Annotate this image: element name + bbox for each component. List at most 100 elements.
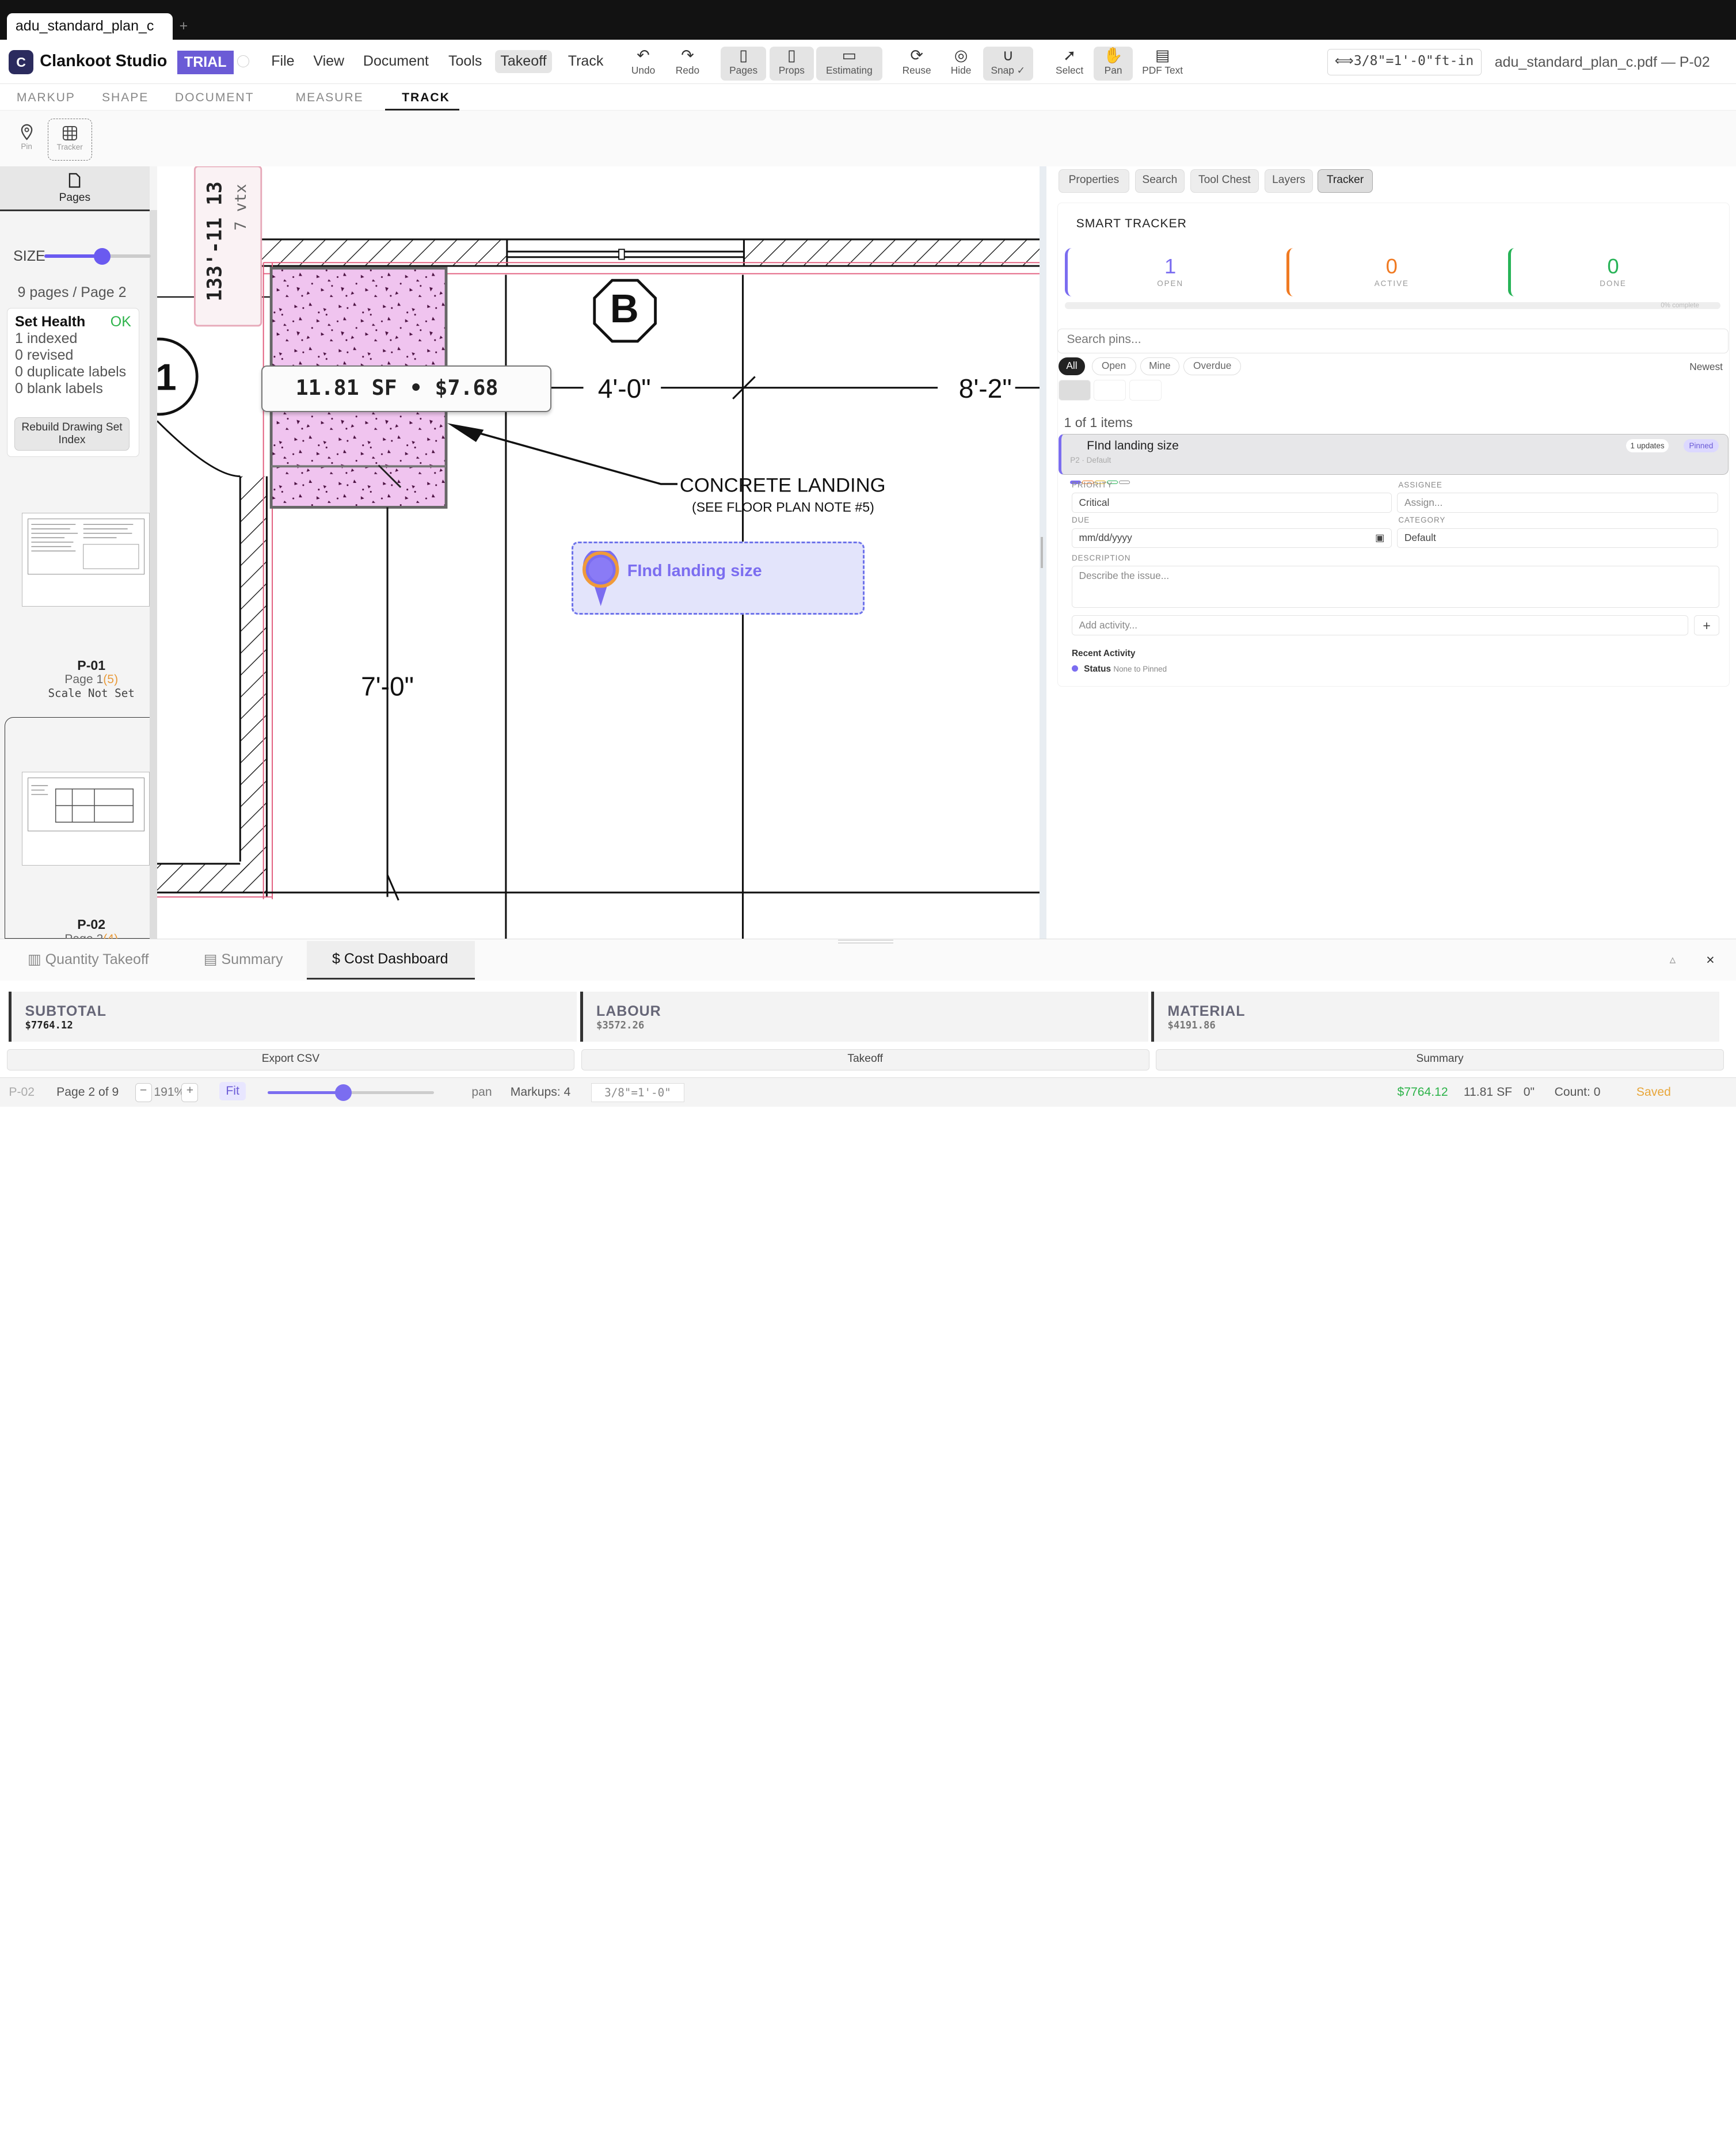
sort-selector[interactable]: Newest [1689,361,1723,373]
hide-button[interactable]: ◎Hide [942,47,980,81]
menu-track[interactable]: Track [568,53,604,70]
priority-label: PRIORITY [1071,480,1113,489]
tab-track[interactable]: TRACK [402,90,450,104]
bottom-panel-resize-handle[interactable] [838,940,894,943]
logo-icon: C [9,49,33,74]
panel-splitter[interactable] [1040,166,1046,939]
props-toggle-button[interactable]: ▯Props [769,46,814,81]
category-select[interactable]: Default [1397,528,1719,548]
bottom-panel-tabs [0,939,1736,981]
menu-view[interactable]: View [313,53,345,70]
drawing-canvas[interactable]: B 1 4'-0" 8'-2" 7'-0" CONCRETE LANDING (… [157,166,1040,939]
rebuild-index-button[interactable]: Rebuild Drawing Set Index [14,417,130,451]
document-tab[interactable]: adu_standard_plan_c [6,13,173,40]
dimension-8-2: 8'-2" [959,374,1012,403]
view-toggle-2[interactable] [1094,379,1126,401]
fit-button[interactable]: Fit [219,1082,246,1100]
description-textarea[interactable]: Describe the issue... [1071,565,1720,608]
new-tab-button[interactable]: + [179,17,188,34]
view-toggle-1[interactable] [1058,379,1091,401]
eye-off-icon: ◎ [954,46,968,64]
filter-open[interactable]: Open [1091,357,1136,376]
filter-all[interactable]: All [1058,357,1086,376]
indexed-count: 1 indexed [14,330,78,347]
tracker-item-meta: P2 · Default [1070,455,1111,464]
search-pins-input[interactable]: Search pins... [1057,329,1729,353]
tab-search[interactable]: Search [1135,169,1185,193]
note-concrete-landing: CONCRETE LANDING [680,474,886,496]
page-thumbnail-p01[interactable] [22,512,150,607]
menu-document[interactable]: Document [363,53,429,70]
activity-input[interactable]: Add activity... [1071,615,1689,636]
close-panel-button[interactable]: × [1706,952,1715,969]
pin-tool-button[interactable]: Pin [16,124,37,151]
add-activity-button[interactable]: + [1693,615,1720,636]
magnet-icon: ∪ [1002,46,1014,64]
recent-activity-title: Recent Activity [1071,649,1136,659]
pages-panel-tab[interactable]: Pages [0,166,150,212]
pan-label: Pan [1104,64,1122,76]
zoom-slider-handle[interactable] [334,1084,352,1101]
tab-markup[interactable]: MARKUP [16,90,75,104]
thumb-size-slider-handle[interactable] [94,247,111,265]
tab-tracker[interactable]: Tracker [1317,169,1373,193]
subtotal-title: SUBTOTAL [25,1003,106,1019]
page-count: 9 pages / Page 2 [17,284,127,301]
tab-document[interactable]: DOCUMENT [174,90,254,104]
tab-measure[interactable]: MEASURE [295,90,364,104]
view-toggle-3[interactable] [1129,379,1162,401]
redo-button[interactable]: ↷Redo [667,47,709,81]
estimating-toggle-button[interactable]: ▭Estimating [816,46,883,81]
zoom-in-button[interactable]: + [181,1083,199,1102]
snap-label: Snap ✓ [991,64,1026,76]
menu-tools[interactable]: Tools [448,53,482,70]
due-date-input[interactable]: mm/dd/yyyy▣ [1071,528,1392,548]
snap-toggle-button[interactable]: ∪Snap ✓ [983,46,1033,81]
stat-active-bracket [1286,247,1293,297]
estimating-label: Estimating [825,64,873,76]
window-tab-bar [0,0,1736,40]
takeoff-button[interactable]: Takeoff [581,1049,1149,1070]
tab-summary[interactable]: ▤ Summary [204,951,283,968]
tab-shape[interactable]: SHAPE [101,90,149,104]
page-thumbnail-p02[interactable] [22,771,150,866]
stat-open-label: OPEN [1157,279,1184,288]
updates-badge: 1 updates [1625,439,1669,452]
area-measurement-label[interactable]: 11.81 SF • $7.68 [261,365,551,412]
tracker-item-stage-dots [1070,468,1133,484]
export-csv-button[interactable]: Export CSV [6,1049,575,1070]
collapse-panel-button[interactable]: ▵ [1669,953,1676,967]
scale-selector[interactable]: ⟺3/8"=1'-0"ft-in [1327,48,1482,75]
menu-takeoff[interactable]: Takeoff [494,49,553,74]
splitter-grip[interactable] [1041,536,1043,568]
tab-properties[interactable]: Properties [1058,169,1129,193]
assignee-input[interactable]: Assign... [1397,492,1719,513]
pan-tool-button[interactable]: ✋Pan [1094,46,1133,81]
filter-overdue[interactable]: Overdue [1183,357,1242,376]
tracker-pin-note[interactable]: FInd landing size [571,541,865,615]
priority-select[interactable]: Critical [1071,492,1392,513]
tracker-item[interactable]: FInd landing size P2 · Default 1 updates… [1058,434,1729,484]
pages-scrollbar[interactable] [149,210,158,939]
reuse-button[interactable]: ⟳Reuse [897,47,936,81]
status-scale[interactable]: 3/8"=1'-0" [591,1083,684,1102]
trial-badge[interactable]: TRIAL [177,51,234,74]
tab-cost-dashboard[interactable]: $ Cost Dashboard [332,951,448,967]
activity-key: Status [1084,664,1111,675]
tab-quantity-takeoff[interactable]: ▥ Quantity Takeoff [28,951,149,968]
page-sub-p02: Page 2(4) [17,932,166,939]
undo-button[interactable]: ↶Undo [622,47,664,81]
tab-tool-chest[interactable]: Tool Chest [1190,169,1259,193]
summary-button[interactable]: Summary [1156,1049,1724,1070]
calendar-icon[interactable]: ▣ [1375,532,1385,544]
pages-toggle-button[interactable]: ▯Pages [721,46,767,81]
pdf-text-button[interactable]: ▤PDF Text [1139,47,1186,81]
menu-file[interactable]: File [271,53,295,70]
zoom-out-button[interactable]: − [135,1083,152,1102]
tab-layers[interactable]: Layers [1264,169,1314,193]
select-tool-button[interactable]: ➚Select [1049,47,1089,81]
filter-mine[interactable]: Mine [1140,357,1179,376]
revised-count: 0 revised [14,347,74,364]
tracker-tool-button[interactable]: Tracker [47,118,92,161]
stat-active-label: ACTIVE [1374,279,1409,288]
